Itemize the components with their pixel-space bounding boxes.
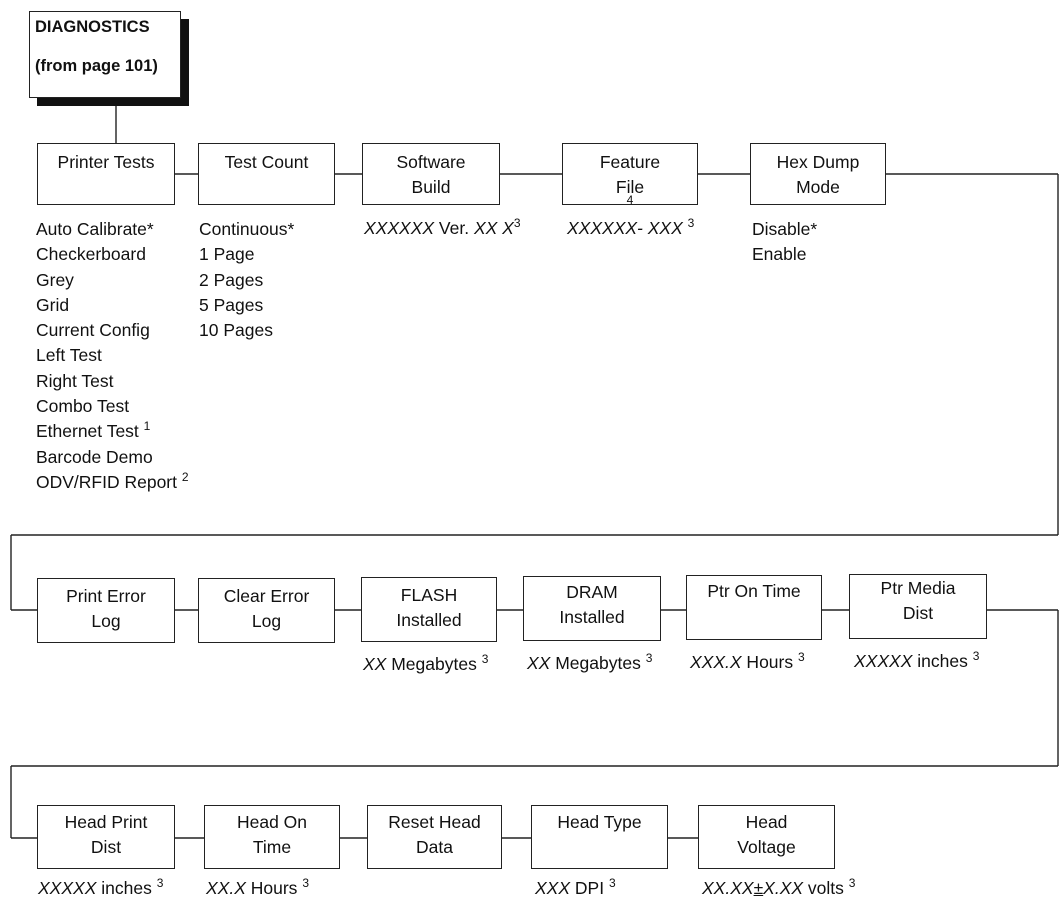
option-10-pages: 10 Pages [199,320,273,341]
test-count-box: Test Count [198,143,335,205]
head-print-dist-value: XXXXX inches 3 [38,876,164,898]
option-enable: Enable [752,244,807,265]
option-ethernet-test: Ethernet Test 1 [36,419,151,442]
option-barcode-demo: Barcode Demo [36,446,153,467]
option-grid: Grid [36,294,70,315]
option-5-pages: 5 Pages [199,294,264,315]
head-on-time-value: XX.X Hours 3 [206,876,309,898]
option-combo-test: Combo Test [36,396,130,417]
footnote-1: 1 [143,419,151,434]
printer-tests-options: Auto Calibrate* Checkerboard Grey Grid C… [36,217,189,495]
software-build-box: Software Build [362,143,500,205]
hex-dump-box: Hex Dump Mode [750,143,886,205]
head-voltage-value: XX.XX±X.XX volts 3 [702,876,856,898]
option-odv-rfid-report: ODV/RFID Report 2 [36,470,189,492]
printer-tests-label: Printer Tests [57,152,155,172]
feature-file-value: XXXXXX- XXX 3 [567,216,695,238]
ptr-media-dist-value: XXXXX inches 3 [854,649,980,671]
head-type-box: Head Type [531,805,668,869]
ptr-on-time-box: Ptr On Time [686,575,822,640]
head-type-value: XXX DPI 3 [535,876,616,898]
option-grey: Grey [36,269,74,290]
test-count-label: Test Count [224,152,309,172]
option-continuous: Continuous* [199,219,295,239]
diagnostics-start-box: DIAGNOSTICS (from page 101) [29,11,181,98]
start-title: DIAGNOSTICS [35,18,150,36]
footnote-2: 2 [181,470,189,485]
option-1-page: 1 Page [199,244,255,265]
flash-installed-value: XX Megabytes 3 [363,652,489,674]
software-build-value: XXXXXX Ver. XX X3 [364,216,521,238]
option-left-test: Left Test [36,345,102,366]
hex-dump-options: Disable* Enable [752,217,817,268]
feature-file-box: Feature File 4 [562,143,698,206]
ptr-on-time-value: XXX.X Hours 3 [690,650,805,672]
dram-installed-value: XX Megabytes 3 [527,651,653,673]
printer-tests-box: Printer Tests [37,143,175,205]
option-2-pages: 2 Pages [199,269,264,290]
option-current-config: Current Config [36,320,150,341]
option-checkerboard: Checkerboard [36,244,146,265]
option-right-test: Right Test [36,370,114,391]
test-count-options: Continuous* 1 Page 2 Pages 5 Pages 10 Pa… [199,217,294,343]
option-auto-calibrate: Auto Calibrate* [36,219,154,239]
option-disable: Disable* [752,219,818,239]
start-subtitle: (from page 101) [35,57,158,75]
